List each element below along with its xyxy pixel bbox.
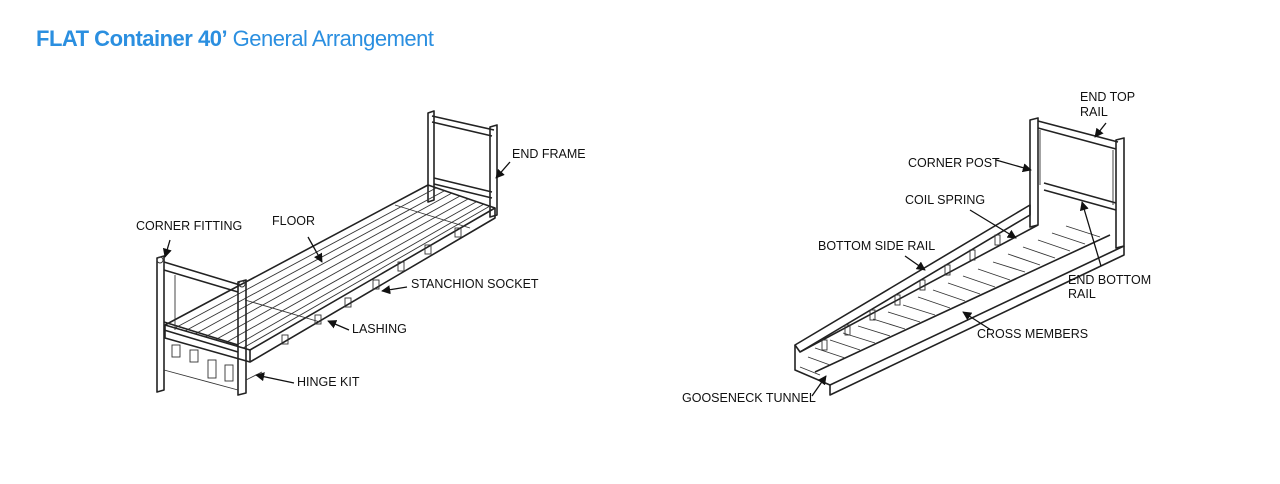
arrow-end-bottom-rail xyxy=(1079,201,1102,267)
label-end-top-rail-1: END TOP xyxy=(1080,90,1135,104)
cross-members xyxy=(799,225,1101,376)
arrow-stanchion-socket xyxy=(381,285,408,295)
label-end-bottom-rail-2: RAIL xyxy=(1068,287,1096,301)
arrow-coil-spring xyxy=(969,209,1017,239)
title-light: General Arrangement xyxy=(227,26,434,51)
label-hinge-kit: HINGE KIT xyxy=(297,375,360,389)
arrow-corner-fitting xyxy=(162,239,172,258)
page-title: FLAT Container 40’ General Arrangement xyxy=(36,26,434,52)
label-corner-post: CORNER POST xyxy=(908,156,1000,170)
label-end-top-rail-2: RAIL xyxy=(1080,105,1108,119)
arrow-corner-post xyxy=(995,159,1032,173)
arrow-end-frame xyxy=(495,161,511,179)
label-floor: FLOOR xyxy=(272,214,315,228)
title-bold: FLAT Container 40’ xyxy=(36,26,228,51)
label-lashing: LASHING xyxy=(352,322,407,336)
arrow-gooseneck-tunnel xyxy=(811,375,827,397)
leader-arrows xyxy=(162,122,1107,397)
label-stanchion-socket: STANCHION SOCKET xyxy=(411,277,539,291)
arrow-lashing xyxy=(327,320,350,331)
hinge-details xyxy=(163,344,263,391)
side-rail-sockets xyxy=(821,234,1001,351)
arrow-cross-members xyxy=(962,311,992,331)
label-corner-fitting: CORNER FITTING xyxy=(136,219,242,233)
label-coil-spring: COIL SPRING xyxy=(905,193,985,207)
arrow-floor xyxy=(307,236,323,263)
label-bottom-side-rail: BOTTOM SIDE RAIL xyxy=(818,239,935,253)
floor-slats xyxy=(174,187,491,349)
arrow-bottom-side-rail xyxy=(904,255,926,271)
stanchion-sockets xyxy=(281,227,462,345)
flat-rack-drawing xyxy=(156,110,498,396)
label-end-frame: END FRAME xyxy=(512,147,586,161)
label-gooseneck-tunnel: GOOSENECK TUNNEL xyxy=(682,391,816,405)
arrow-hinge-kit xyxy=(255,372,295,384)
label-end-bottom-rail-1: END BOTTOM xyxy=(1068,273,1151,287)
label-cross-members: CROSS MEMBERS xyxy=(977,327,1088,341)
arrow-end-top-rail xyxy=(1094,122,1107,138)
skeleton-drawing xyxy=(794,117,1125,396)
